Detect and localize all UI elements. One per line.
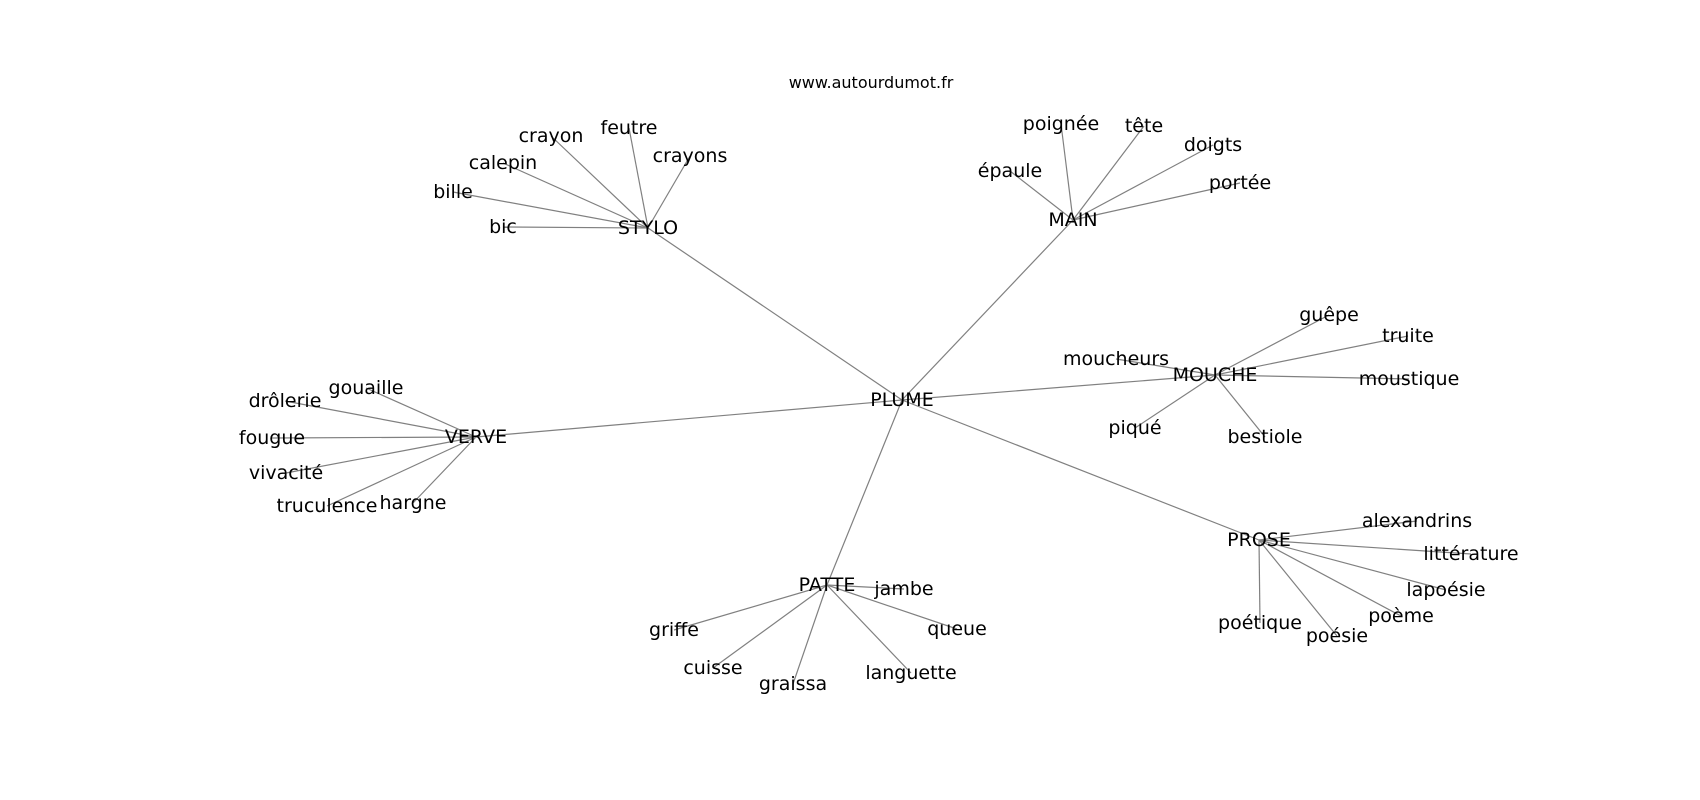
leaf-node-label: feutre — [601, 117, 658, 139]
edge-root-stylo — [647, 227, 903, 401]
leaf-node-label: poétique — [1218, 612, 1302, 634]
edge-stylo-leaf — [647, 155, 691, 229]
edge-main-leaf — [1009, 170, 1074, 221]
leaf-node-label: griffe — [649, 619, 699, 641]
edge-mouche-leaf — [1214, 374, 1266, 438]
edge-verve-leaf — [284, 400, 477, 438]
leaf-node-label: moucheurs — [1063, 348, 1169, 370]
leaf-node-label: moustique — [1359, 368, 1460, 390]
edge-patte-leaf — [826, 584, 958, 630]
hub-node-label-mouche: MOUCHE — [1173, 364, 1258, 386]
leaf-node-label: gouaille — [329, 377, 404, 399]
edge-root-main — [901, 219, 1074, 401]
leaf-node-label: tête — [1125, 115, 1163, 137]
edge-verve-leaf — [271, 436, 477, 439]
leaf-node-label: doigts — [1184, 134, 1242, 156]
leaf-node-label: calepin — [469, 152, 537, 174]
edge-main-leaf — [1072, 125, 1145, 221]
edge-patte-leaf — [792, 584, 828, 685]
edge-verve-leaf — [326, 436, 477, 507]
leaf-node-label: épaule — [978, 160, 1042, 182]
leaf-node-label: graissa — [759, 673, 827, 695]
graph-edges — [271, 123, 1472, 685]
edge-mouche-leaf — [1214, 374, 1410, 380]
edge-patte-leaf — [712, 584, 828, 669]
leaf-node-label: bille — [433, 181, 473, 203]
leaf-node-label: cuisse — [683, 657, 742, 679]
edge-stylo-leaf — [502, 162, 649, 229]
leaf-node-label: queue — [927, 618, 987, 640]
edge-mouche-leaf — [1115, 358, 1216, 376]
edge-stylo-leaf — [550, 135, 649, 229]
edge-prose-leaf — [1258, 539, 1338, 637]
edge-root-prose — [901, 399, 1260, 541]
leaf-node-label: bic — [489, 216, 517, 238]
edge-main-leaf — [1072, 144, 1214, 221]
edge-mouche-leaf — [1134, 374, 1216, 429]
leaf-node-label: alexandrins — [1362, 510, 1472, 532]
hub-node-label-prose: PROSE — [1227, 529, 1291, 551]
leaf-node-label: poignée — [1023, 113, 1099, 135]
edge-patte-leaf — [826, 584, 905, 590]
edge-patte-leaf — [826, 584, 912, 674]
leaf-node-label: bestiole — [1228, 426, 1303, 448]
leaf-node-label: guêpe — [1299, 304, 1359, 326]
edge-mouche-leaf — [1214, 335, 1409, 376]
leaf-node-label: crayons — [653, 145, 728, 167]
leaf-node-label: truculence — [277, 495, 378, 517]
leaf-node-label: fougue — [239, 427, 305, 449]
leaf-node-label: piqué — [1108, 417, 1161, 439]
edge-stylo-leaf — [502, 226, 649, 229]
leaf-node-label: lapoésie — [1406, 579, 1485, 601]
source-url: www.autourdumot.fr — [789, 73, 954, 92]
edge-prose-leaf — [1258, 539, 1261, 624]
edge-prose-leaf — [1258, 539, 1447, 591]
leaf-node-label: littérature — [1423, 543, 1518, 565]
edge-patte-leaf — [673, 584, 828, 631]
edge-root-verve — [475, 399, 903, 438]
hub-node-label-verve: VERVE — [445, 426, 507, 448]
leaf-node-label: poème — [1368, 605, 1434, 627]
leaf-node-label: crayon — [519, 125, 584, 147]
leaf-node-label: hargne — [380, 492, 447, 514]
edge-verve-leaf — [412, 436, 477, 504]
leaf-node-label: poésie — [1306, 625, 1368, 647]
hub-node-label-main: MAIN — [1048, 209, 1097, 231]
leaf-node-label: truite — [1382, 325, 1434, 347]
hub-node-label-patte: PATTE — [799, 574, 856, 596]
edge-stylo-leaf — [452, 191, 649, 229]
edge-prose-leaf — [1258, 539, 1402, 617]
edge-main-leaf — [1072, 182, 1241, 221]
hub-node-label-stylo: STYLO — [618, 217, 678, 239]
edge-prose-leaf — [1258, 539, 1472, 555]
edge-root-patte — [826, 399, 903, 586]
edge-root-mouche — [901, 374, 1216, 401]
leaf-node-label: drôlerie — [249, 390, 322, 412]
leaf-node-label: vivacité — [249, 462, 323, 484]
edge-verve-leaf — [365, 387, 477, 438]
leaf-node-label: languette — [865, 662, 956, 684]
edge-stylo-leaf — [628, 127, 649, 229]
root-node-label: PLUME — [870, 389, 933, 411]
leaf-node-label: portée — [1209, 172, 1271, 194]
edge-verve-leaf — [285, 436, 477, 474]
edge-mouche-leaf — [1214, 314, 1330, 376]
graph-labels: PLUME STYLO bic bille calepin crayon feutre cra… — [239, 113, 1519, 695]
edge-prose-leaf — [1258, 520, 1418, 541]
leaf-node-label: jambe — [873, 578, 933, 600]
edge-main-leaf — [1060, 123, 1074, 221]
